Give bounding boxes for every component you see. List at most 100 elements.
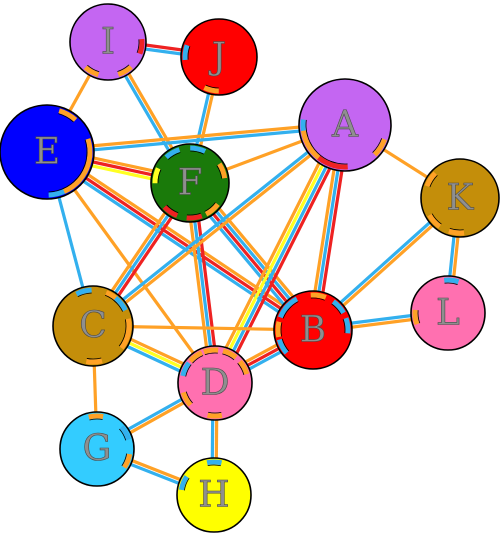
node-H[interactable]: H (176, 457, 252, 533)
port-outline (121, 453, 128, 467)
port-marker (275, 321, 282, 338)
port-outline (186, 212, 201, 216)
node-C[interactable]: C (52, 285, 134, 367)
edge-E-A (46, 121, 346, 156)
port-marker (283, 296, 299, 311)
port-outline (167, 152, 181, 160)
port-outline (89, 418, 103, 421)
port-outline (118, 333, 126, 347)
node-circle[interactable] (298, 78, 392, 172)
node-label: D (201, 363, 230, 404)
port-outline (157, 169, 162, 184)
port-marker (122, 453, 133, 469)
port-outline (87, 64, 100, 73)
node-label: H (198, 475, 229, 516)
node-label: E (34, 132, 60, 173)
port-outline (204, 202, 216, 212)
nodes-layer: I J A E F K L C B D G H (0, 3, 500, 533)
port-outline (280, 322, 283, 337)
port-outline (205, 84, 219, 89)
port-outline (444, 282, 458, 285)
port-outline (208, 411, 222, 414)
node-L[interactable]: L (410, 275, 486, 351)
node-circle[interactable] (52, 285, 134, 367)
port-outline (113, 299, 124, 312)
edge-strand (48, 147, 317, 329)
port-marker (310, 292, 327, 300)
port-marker (180, 361, 191, 377)
port-marker (137, 38, 145, 55)
port-marker (182, 44, 190, 61)
port-outline (62, 178, 78, 190)
node-label: B (300, 310, 326, 351)
port-outline (58, 113, 74, 123)
node-circle[interactable] (410, 275, 486, 351)
port-marker (188, 350, 203, 363)
node-D[interactable]: D (177, 345, 253, 421)
port-outline (417, 310, 421, 324)
node-circle[interactable] (176, 457, 252, 533)
port-marker (152, 167, 161, 184)
port-outline (185, 391, 193, 404)
edge-strand (46, 150, 314, 332)
edge-A-D (208, 121, 352, 387)
port-outline (372, 138, 383, 153)
port-marker (125, 318, 132, 336)
port-marker (88, 413, 104, 420)
port-outline (331, 303, 342, 315)
port-outline (429, 175, 438, 188)
port-outline (342, 319, 346, 334)
edge-strand (211, 123, 345, 383)
node-circle[interactable] (180, 18, 258, 96)
node-label: A (331, 105, 359, 146)
node-F[interactable]: F (150, 143, 230, 223)
port-marker (83, 65, 100, 78)
port-outline (117, 64, 130, 72)
port-marker (372, 138, 387, 157)
node-A[interactable]: A (298, 78, 392, 172)
node-label: I (101, 22, 115, 63)
port-marker (180, 391, 193, 407)
port-outline (119, 428, 127, 441)
node-circle[interactable] (150, 143, 230, 223)
port-outline (222, 353, 235, 361)
edge-strand (93, 125, 348, 329)
port-marker (85, 358, 103, 365)
port-outline (287, 301, 299, 311)
node-circle[interactable] (420, 158, 500, 238)
port-outline (431, 213, 442, 225)
port-marker (237, 359, 250, 375)
node-circle[interactable] (273, 290, 353, 370)
port-outline (216, 165, 223, 179)
port-marker (62, 178, 82, 194)
port-marker (448, 228, 465, 236)
node-circle[interactable] (177, 345, 253, 421)
edge-strand (90, 122, 345, 326)
edge-strand (47, 125, 346, 156)
port-marker (178, 475, 189, 491)
node-J[interactable]: J (180, 18, 258, 96)
node-I[interactable]: I (69, 3, 147, 81)
node-K[interactable]: K (420, 158, 500, 238)
port-marker (424, 171, 438, 188)
port-marker (427, 213, 442, 229)
node-E[interactable]: E (0, 104, 95, 200)
node-circle[interactable] (59, 411, 135, 487)
port-marker (203, 85, 219, 94)
port-marker (304, 142, 321, 160)
node-G[interactable]: G (59, 411, 135, 487)
port-marker (75, 287, 92, 297)
port-marker (443, 277, 460, 285)
node-B[interactable]: B (273, 290, 353, 370)
node-label: K (447, 178, 475, 219)
port-outline (190, 150, 204, 155)
port-outline (77, 292, 92, 298)
port-marker (58, 108, 78, 122)
port-marker (119, 333, 131, 350)
node-circle[interactable] (69, 3, 147, 81)
port-outline (449, 227, 464, 231)
port-marker (119, 425, 132, 441)
node-circle[interactable] (0, 104, 95, 200)
port-marker (331, 299, 346, 315)
port-marker (343, 317, 351, 334)
